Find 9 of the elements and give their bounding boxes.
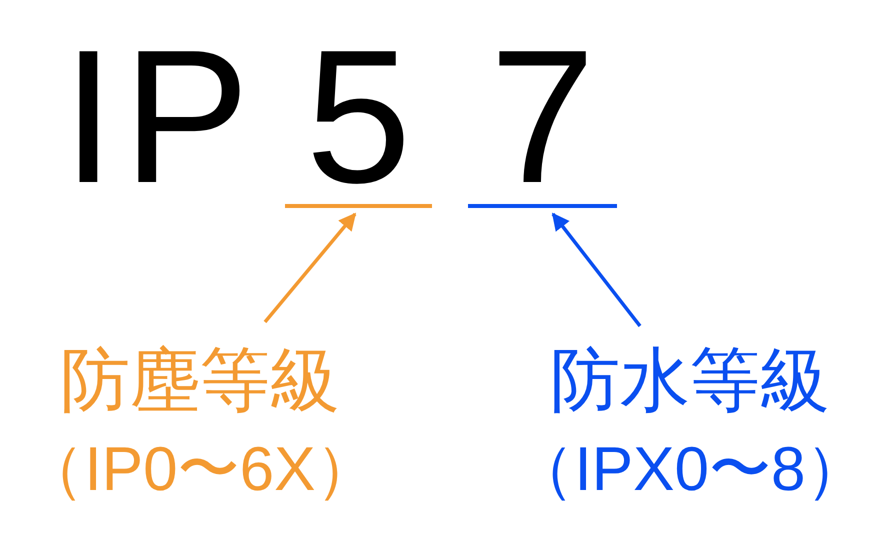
underlined-digit: 5 [285,22,432,208]
rating-range: （IP0〜6X） [22,434,378,506]
rating-title: 防塵等級 [60,340,340,421]
arrow [552,212,642,328]
arrow [264,212,356,324]
code-prefix: IP [62,22,258,212]
underlined-digit: 7 [468,22,617,208]
rating-range: （IPX0〜8） [512,434,868,506]
rating-title: 防水等級 [550,340,830,421]
